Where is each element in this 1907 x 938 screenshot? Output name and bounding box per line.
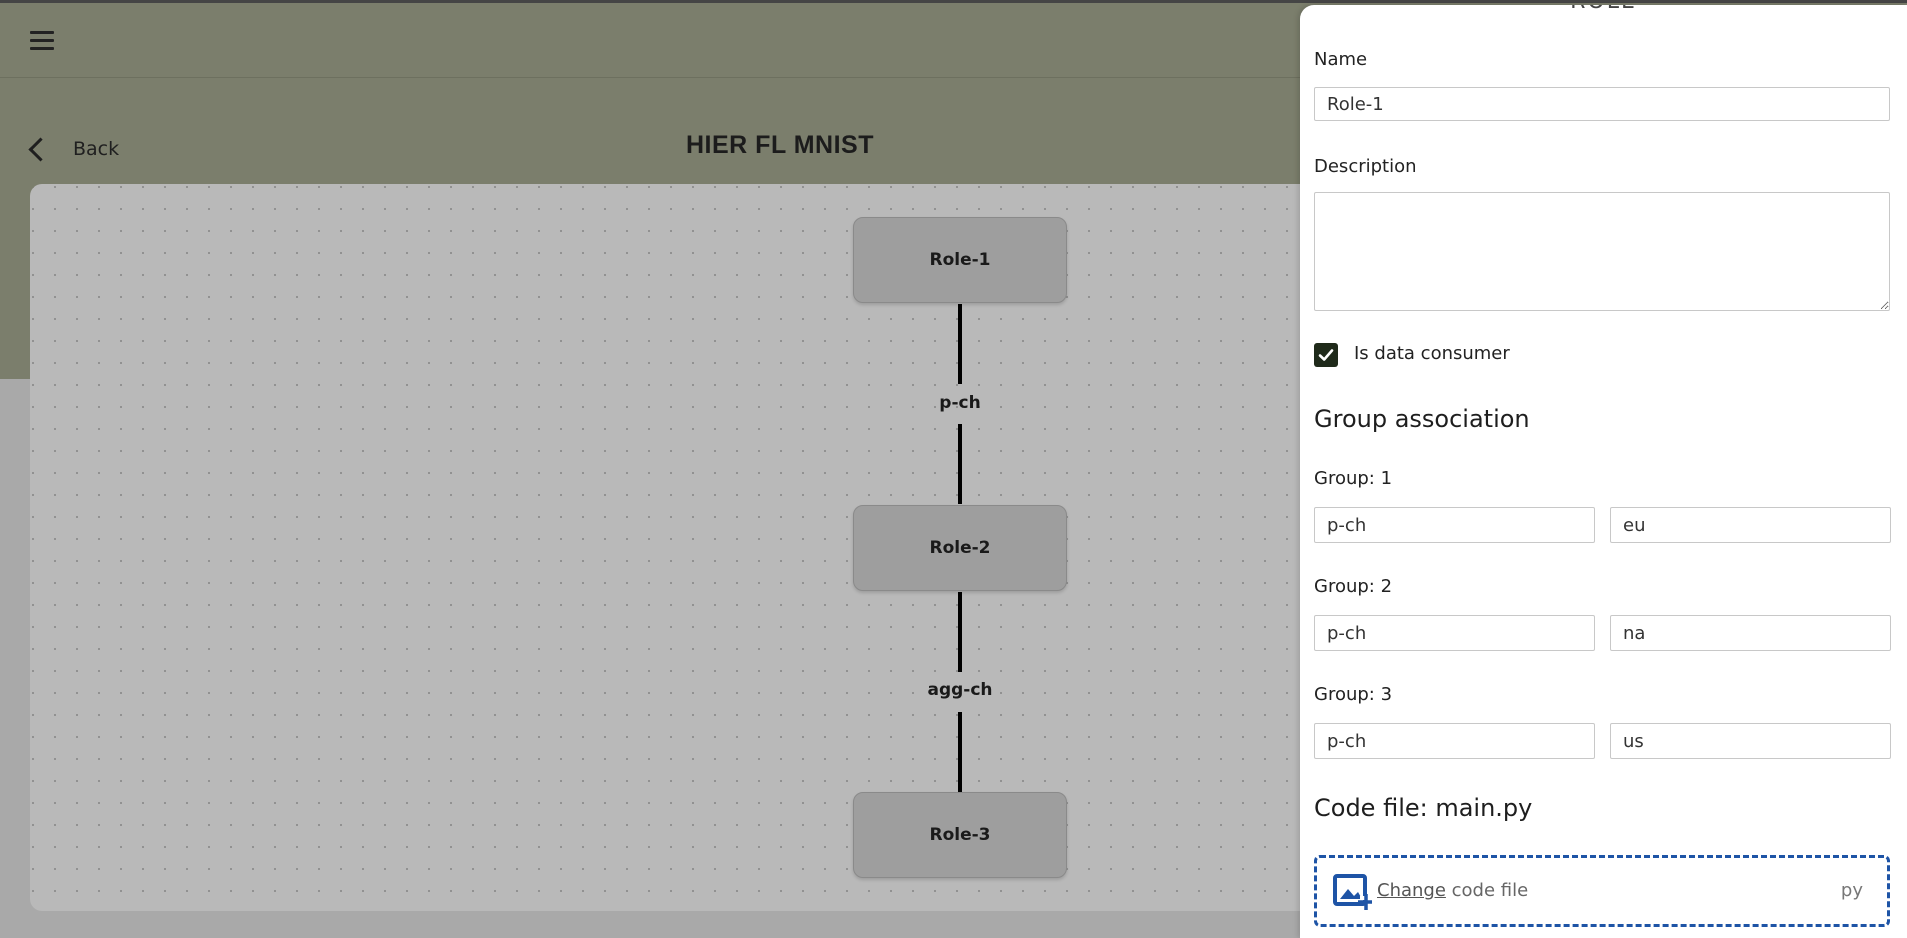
graph-node-role-3[interactable]: Role-3 [853,792,1067,878]
group-2-channel-input[interactable] [1314,615,1595,651]
page-title: HIER FL MNIST [686,131,874,159]
back-label: Back [73,138,120,160]
group-2-label: Group: 2 [1314,576,1393,597]
description-label: Description [1314,156,1417,177]
group-1-label: Group: 1 [1314,468,1393,489]
name-label: Name [1314,49,1368,70]
description-textarea[interactable] [1314,192,1890,311]
graph-node-role-2[interactable]: Role-2 [853,505,1067,591]
group-association-title: Group association [1314,405,1530,433]
dropzone-caption: code file [1445,880,1529,901]
back-button[interactable]: Back [28,134,119,164]
graph-edge[interactable] [958,592,962,672]
code-file-title: Code file: main.py [1314,794,1533,822]
group-3-channel-input[interactable] [1314,723,1595,759]
role-drawer: ROLE Name Description Is data consumer G… [1300,5,1907,938]
edge-label-p-ch[interactable]: p-ch [939,393,981,413]
file-extension-hint: py [1840,880,1863,901]
graph-edge[interactable] [958,304,962,384]
dropzone-text: Change code file [1377,880,1528,901]
add-image-icon [1333,874,1372,910]
name-input[interactable] [1314,87,1890,121]
group-3-value-input[interactable] [1610,723,1891,759]
data-consumer-checkbox[interactable] [1314,343,1338,367]
checkmark-icon [1318,349,1334,361]
graph-edge[interactable] [958,712,962,792]
hamburger-menu-icon[interactable] [30,31,54,51]
data-consumer-label: Is data consumer [1354,343,1510,364]
drawer-heading: ROLE [1300,5,1907,14]
graph-node-role-1[interactable]: Role-1 [853,217,1067,303]
group-3-label: Group: 3 [1314,684,1393,705]
code-file-dropzone[interactable]: Change code file py [1314,855,1890,927]
chevron-left-icon [28,136,53,162]
change-code-file-link[interactable]: Change [1377,880,1446,901]
graph-edge[interactable] [958,424,962,504]
edge-label-agg-ch[interactable]: agg-ch [927,680,993,700]
group-1-channel-input[interactable] [1314,507,1595,543]
group-1-value-input[interactable] [1610,507,1891,543]
topology-canvas[interactable] [30,184,1530,911]
group-2-value-input[interactable] [1610,615,1891,651]
